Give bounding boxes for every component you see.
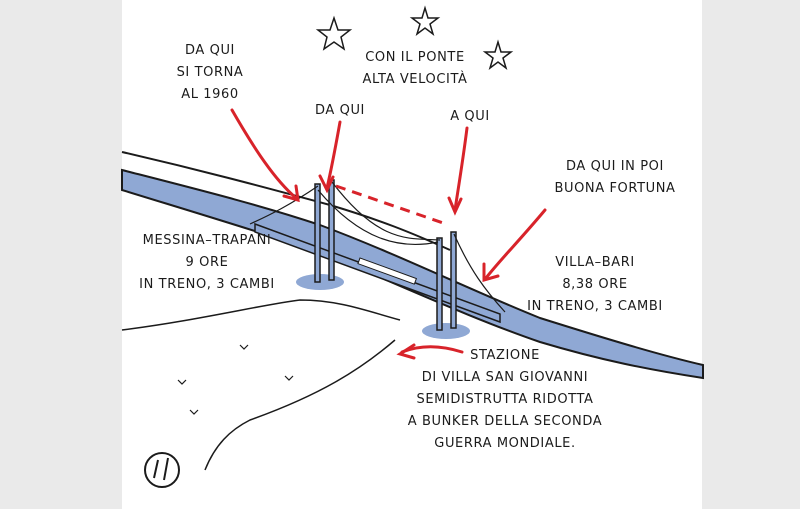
coast-line-south [121, 299, 401, 331]
red-dashed-link [335, 184, 447, 226]
caption-messina-trapani: MESSINA–TRAPANI 9 ORE IN TRENO, 3 CAMBI [139, 233, 275, 292]
tower-right [436, 231, 457, 331]
coast-line-north [121, 151, 451, 251]
star-icon [315, 15, 353, 51]
star-icon [409, 5, 441, 36]
cartoon-panel [122, 0, 702, 509]
caption-good-luck: DA QUI IN POI BUONA FORTUNA [554, 159, 676, 196]
caption-back-to-1960: DA QUI SI TORNA AL 1960 [176, 43, 244, 102]
train [357, 257, 418, 285]
caption-to-here: A QUI [450, 109, 490, 124]
star-icon [482, 39, 514, 70]
caption-villa-bari: VILLA–BARI 8,38 ORE IN TRENO, 3 CAMBI [527, 255, 663, 314]
right-margin [702, 0, 800, 509]
left-margin [0, 0, 122, 509]
red-arrows [230, 108, 547, 360]
shore-curve [204, 339, 396, 471]
sea-birds [177, 344, 294, 415]
suspension-cables [249, 181, 506, 313]
caption-station: STAZIONE DI VILLA SAN GIOVANNI SEMIDISTR… [407, 348, 603, 451]
pylon-base-right [422, 323, 470, 339]
signature-logo-icon [144, 452, 180, 488]
caption-high-speed: CON IL PONTE ALTA VELOCITÀ [362, 50, 468, 87]
caption-from-here: DA QUI [315, 103, 365, 118]
